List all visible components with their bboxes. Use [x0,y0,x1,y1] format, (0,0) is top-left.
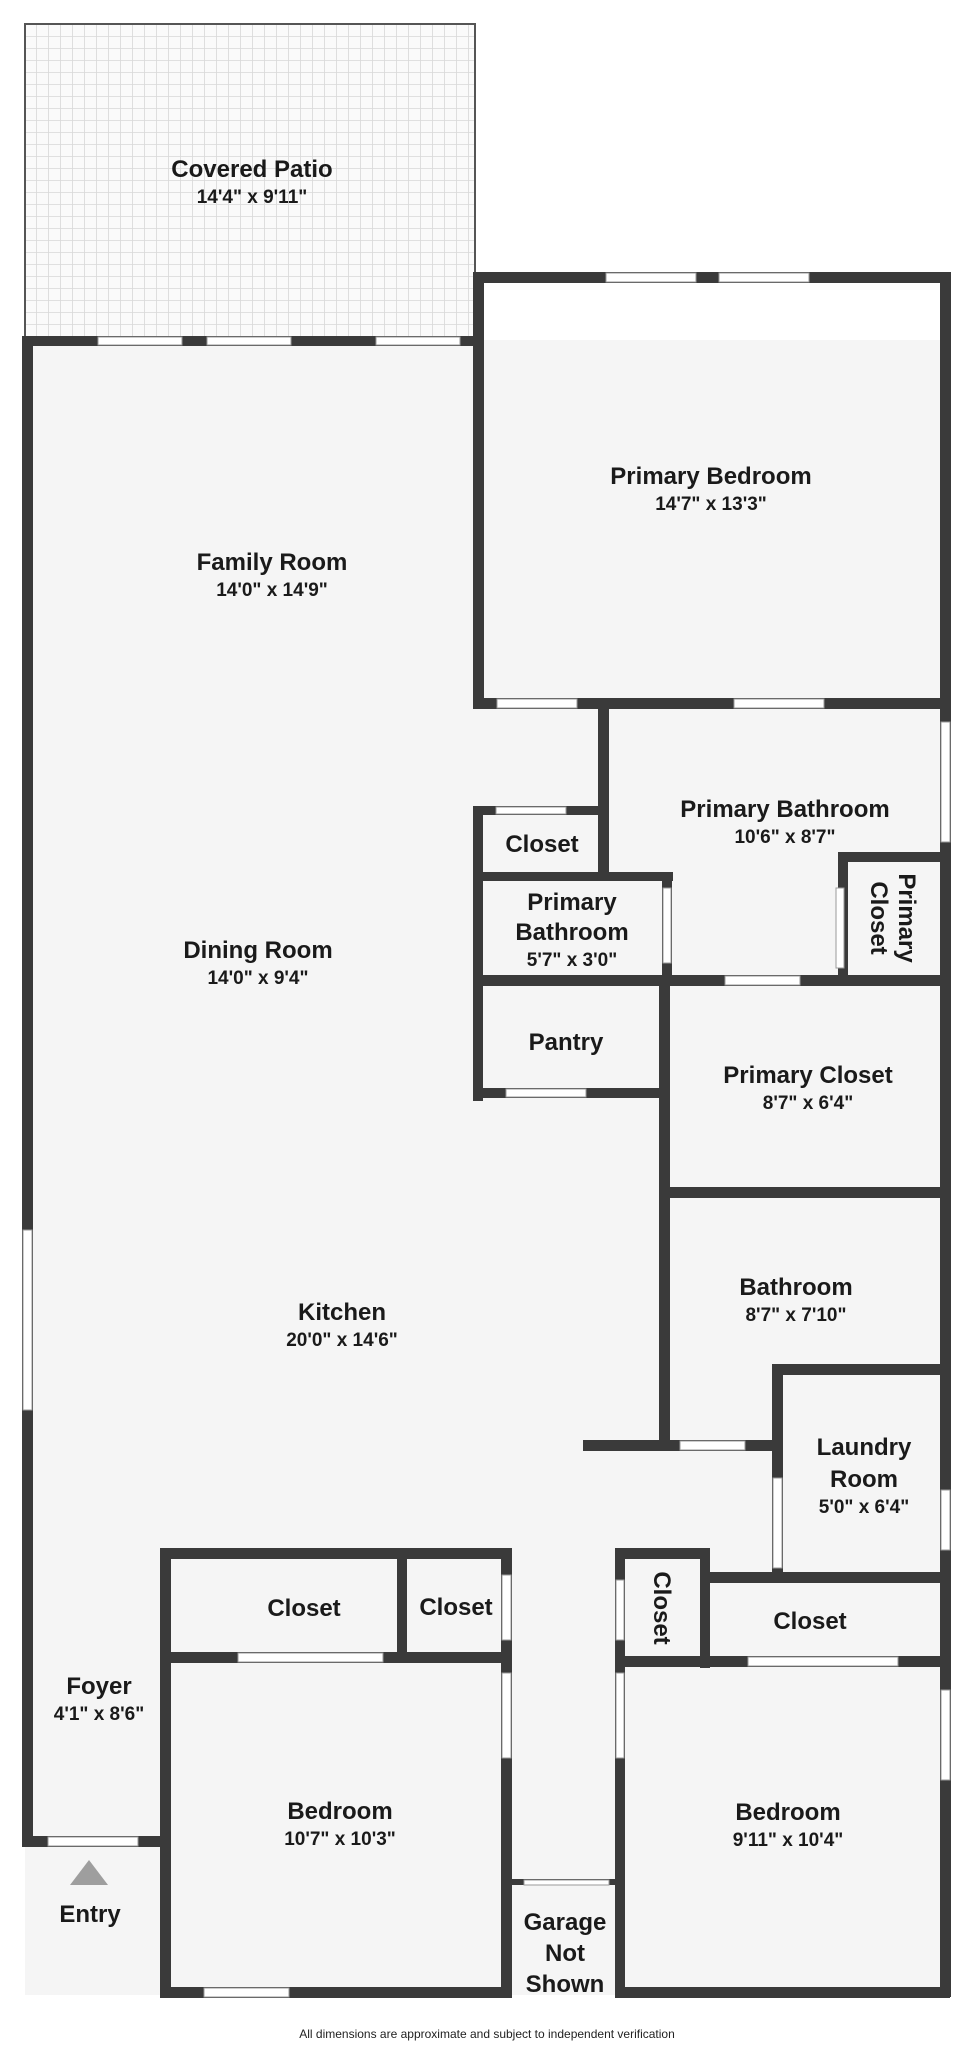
bathroom-dims: 8'7" x 7'10" [745,1305,846,1326]
pantry-name: Pantry [529,1029,604,1056]
primary-closet-name: Primary Closet [723,1062,892,1089]
primary-bathroom-small-line2: Bathroom [515,919,628,946]
laundry-room-line1: Laundry [817,1434,912,1461]
covered-patio-dims: 14'4" x 9'11" [197,187,308,208]
foyer-name: Foyer [66,1673,131,1700]
kitchen-name: Kitchen [298,1299,386,1326]
dining-room-dims: 14'0" x 9'4" [207,968,308,989]
laundry-room-dims: 5'0" x 6'4" [819,1497,909,1518]
primary-closet-vertical-line1: Primary [893,873,920,963]
primary-bathroom-small-line1: Primary [527,889,617,916]
covered-patio-name: Covered Patio [171,156,332,183]
closet-vertical-name: Closet [648,1571,675,1644]
family-room-name: Family Room [197,549,348,576]
kitchen-dims: 20'0" x 14'6" [286,1330,398,1351]
closet-vertical-label: Closet [648,1571,675,1644]
garage-line2: Not [545,1940,585,1967]
closet-bed2-name: Closet [773,1608,846,1635]
bathroom-name: Bathroom [739,1274,852,1301]
closet-upper-name: Closet [505,831,578,858]
primary-closet-vertical-label: Primary Closet [865,873,920,963]
laundry-room-line2: Room [830,1466,898,1493]
primary-closet-dims: 8'7" x 6'4" [763,1093,853,1114]
bedroom-2-dims: 9'11" x 10'4" [733,1830,844,1851]
closet-bed1-b-name: Closet [419,1594,492,1621]
primary-closet-vertical-line2: Closet [865,881,892,954]
footnote: All dimensions are approximate and subje… [299,2027,675,2041]
bedroom-2-name: Bedroom [735,1799,840,1826]
closet-bed1-a-name: Closet [267,1595,340,1622]
floor-fills [25,340,950,1995]
primary-bathroom-dims: 10'6" x 8'7" [734,827,835,848]
entry-label: Entry [59,1901,121,1928]
bedroom-1-name: Bedroom [287,1798,392,1825]
entry-arrow-icon [70,1860,108,1885]
family-room-dims: 14'0" x 14'9" [216,580,328,601]
garage-line1: Garage [524,1909,607,1936]
primary-bathroom-small-dims: 5'7" x 3'0" [527,950,617,971]
primary-bathroom-name: Primary Bathroom [680,796,889,823]
dining-room-name: Dining Room [183,937,332,964]
entry-marker [70,1860,108,1885]
garage-line3: Shown [526,1971,605,1998]
covered-patio-area [24,23,476,342]
foyer-dims: 4'1" x 8'6" [54,1704,144,1725]
bedroom-1-dims: 10'7" x 10'3" [284,1829,396,1850]
primary-bedroom-name: Primary Bedroom [610,463,811,490]
primary-bedroom-dims: 14'7" x 13'3" [655,494,767,515]
openings [22,272,951,1998]
room-labels: Covered Patio 14'4" x 9'11" Family Room … [54,156,920,2041]
